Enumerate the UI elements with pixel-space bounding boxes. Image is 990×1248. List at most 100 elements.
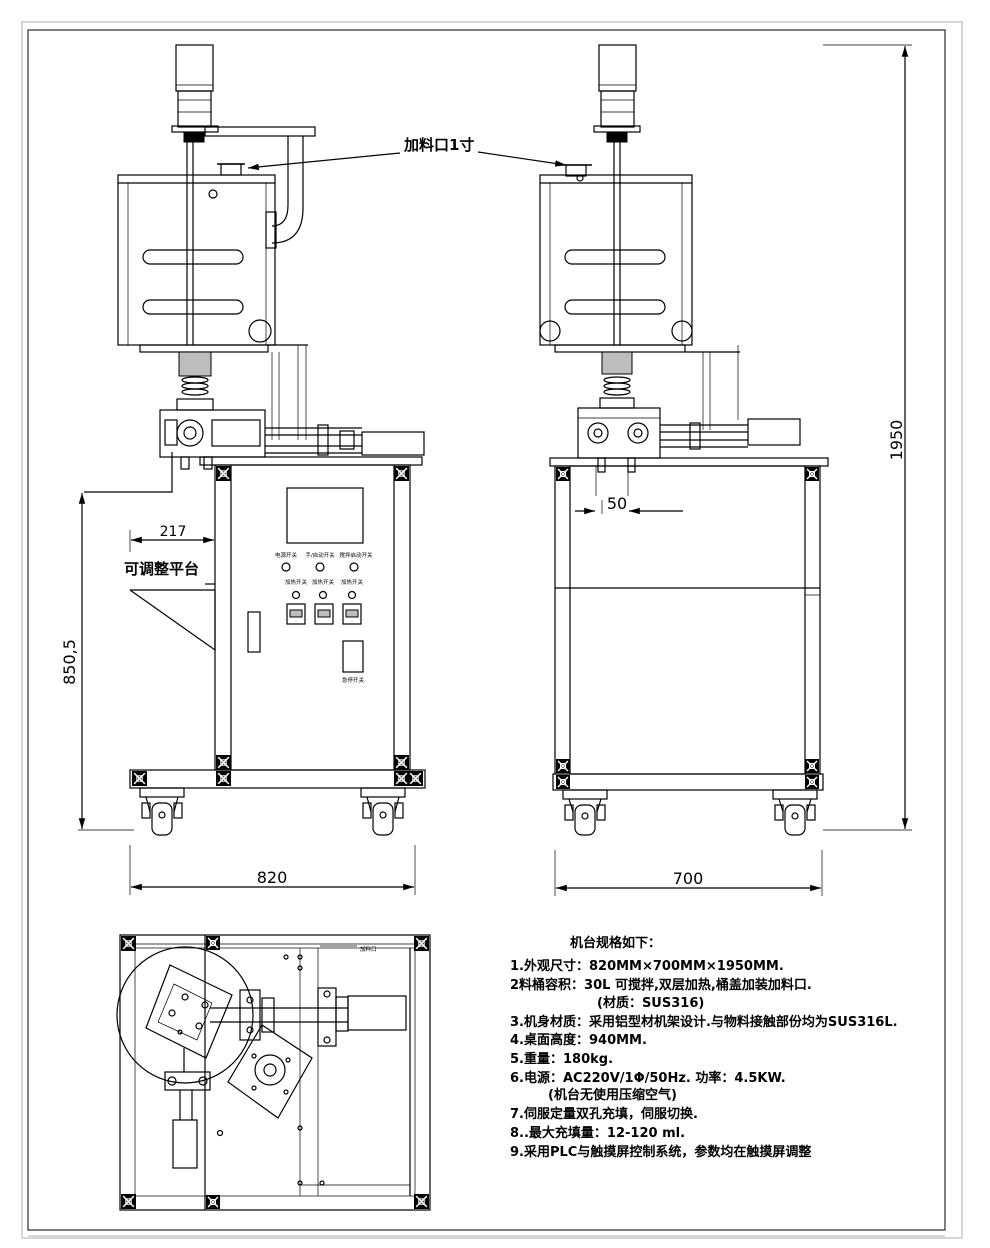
- caster-wheel-icon: [562, 789, 608, 836]
- inlet-callout: 加料口1寸: [247, 136, 567, 171]
- agitator-shaft: [186, 142, 194, 345]
- frame-corner-block: [394, 466, 409, 481]
- spec-line: 5.重量：180kg.: [510, 1051, 613, 1067]
- front-view: 电源开关 手/自动开关 搅拌启动开关 加热开关 加热开关 加热开关: [60, 44, 426, 895]
- frame-corner-block: [132, 771, 147, 786]
- dimension-overall-width: 820: [129, 845, 416, 895]
- switch-icon: [347, 590, 357, 600]
- dimension-text: 217: [160, 524, 187, 540]
- dimension-text: 700: [673, 869, 704, 888]
- frame-corner-block: [556, 759, 570, 773]
- dimension-text: 50: [607, 494, 627, 513]
- frame-corner-block: [121, 936, 136, 951]
- height-leader-line: [84, 452, 173, 493]
- dimension-text: 850,5: [60, 639, 79, 685]
- panel-label: 加热开关: [285, 578, 308, 586]
- motor-support-arm: [204, 126, 316, 249]
- dimension-overall-depth: 700: [554, 850, 823, 896]
- specifications: 机台规格如下： 1.外观尺寸：820MM×700MM×1950MM. 2料桶容积…: [510, 935, 898, 1160]
- emergency-label: 急停开关: [342, 676, 365, 684]
- frame-corner-block: [206, 1195, 220, 1209]
- pump-block-top: [145, 964, 233, 1059]
- frame-corner-block: [414, 1194, 429, 1209]
- dimension-nozzle-pitch: 50: [575, 466, 683, 515]
- temperature-controller-icon: [342, 603, 362, 625]
- caster-wheel-icon: [139, 787, 185, 836]
- valve-assembly: [139, 344, 308, 440]
- frame-corner-block: [556, 775, 570, 789]
- spec-line: 6.电源：AC220V/1Φ/50Hz. 功率：4.5KW.: [510, 1070, 786, 1086]
- top-view: 加料口: [116, 934, 431, 1211]
- feed-inlet: [217, 163, 245, 176]
- switch-icon: [318, 590, 328, 600]
- spec-line: 9.采用PLC与触摸屏控制系统，参数均在触摸屏调整: [510, 1144, 812, 1160]
- inlet-label: 加料口1寸: [403, 136, 474, 154]
- valve-assembly: [554, 344, 740, 430]
- switch-icon: [291, 590, 301, 600]
- frame-corner-block: [121, 1194, 136, 1209]
- specs-title: 机台规格如下：: [570, 935, 661, 951]
- frame-corner-block: [556, 467, 570, 481]
- switch-icon: [281, 562, 291, 572]
- dimension-table-height: 850,5: [60, 493, 134, 831]
- frame-corner-block: [408, 771, 423, 786]
- dimension-text: 1950: [887, 420, 906, 461]
- frame-corner-block: [805, 467, 819, 481]
- caster-wheel-icon: [772, 789, 818, 836]
- adjustable-platform: 可调整平台: [124, 560, 216, 652]
- frame-corner-block: [805, 775, 819, 789]
- filling-pump: [577, 407, 801, 473]
- caster-wheel-icon: [360, 787, 406, 836]
- frame-corner-block: [216, 466, 231, 481]
- frame-corner-block: [394, 755, 409, 770]
- panel-label: 搅拌启动开关: [339, 551, 373, 559]
- feed-inlet: [560, 164, 592, 177]
- spec-line: 3.机身材质：采用铝型材机架设计.与物料接触部份均为SUS316L.: [510, 1014, 898, 1030]
- temperature-controller-icon: [286, 603, 306, 625]
- mounting-holes: [216, 954, 325, 1186]
- spec-line: (机台无使用压缩空气): [548, 1087, 677, 1103]
- panel-label: 手/自动开关: [305, 551, 335, 559]
- touch-screen: [286, 487, 364, 544]
- drawing-frame: [27, 29, 946, 1231]
- hopper: [539, 174, 693, 346]
- dimension-overall-height: 1950: [823, 44, 912, 831]
- side-view: 50 700: [539, 44, 912, 896]
- valve-flange-top: [227, 1024, 313, 1119]
- frame-corner-block: [206, 936, 220, 950]
- dimension-platform-width: 217: [129, 524, 216, 552]
- control-panel: 电源开关 手/自动开关 搅拌启动开关 加热开关 加热开关 加热开关: [275, 551, 373, 684]
- door-handle: [247, 611, 261, 653]
- base-frame: [552, 773, 824, 791]
- spec-line: 2料桶容积：30L 可搅拌,双层加热,桶盖加装加料口.: [510, 977, 812, 993]
- agitator-shaft: [613, 142, 621, 345]
- servo-motor: [593, 44, 641, 143]
- spec-line: 7.伺服定量双孔充填，伺服切换.: [510, 1106, 698, 1122]
- panel-label: 加热开关: [312, 578, 335, 586]
- spec-line: 4.桌面高度：940MM.: [510, 1032, 647, 1048]
- base-frame: [129, 769, 426, 789]
- cabinet: [549, 457, 829, 775]
- panel-label: 加热开关: [341, 578, 364, 586]
- servo-motor: [171, 44, 219, 143]
- frame-corner-block: [216, 771, 231, 786]
- switch-icon: [349, 562, 359, 572]
- motor-top: [164, 1048, 211, 1169]
- emergency-stop-box: [342, 640, 364, 673]
- frame-corner-block: [414, 936, 429, 951]
- frame-corner-block: [216, 755, 231, 770]
- frame-corner-block: [805, 759, 819, 773]
- panel-label: 电源开关: [275, 551, 298, 559]
- hopper-outline: [116, 946, 254, 1084]
- hopper: [117, 174, 276, 346]
- spec-line: 8..最大充填量：12-120 ml.: [510, 1125, 685, 1141]
- servo-drive-top: [210, 987, 407, 1047]
- switch-icon: [315, 562, 325, 572]
- spec-line: 1.外观尺寸：820MM×700MM×1950MM.: [510, 958, 784, 974]
- outer-border: [21, 21, 963, 1239]
- filling-pump: [159, 409, 425, 470]
- platform-label: 可调整平台: [124, 560, 199, 578]
- temperature-controller-icon: [314, 603, 334, 625]
- frame-corner-block: [394, 771, 409, 786]
